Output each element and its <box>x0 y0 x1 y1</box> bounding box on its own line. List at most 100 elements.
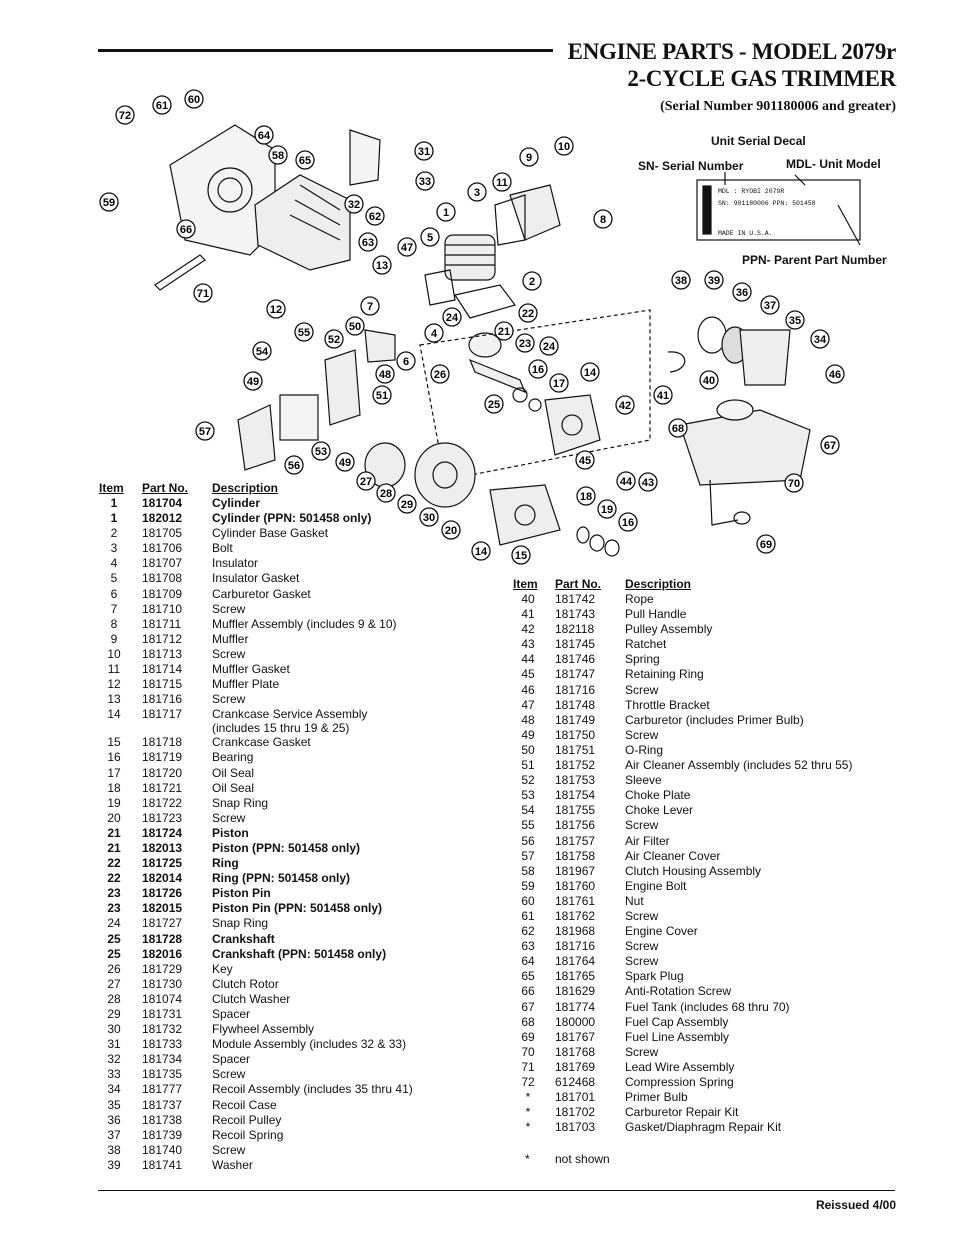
callout-number: 16 <box>622 517 634 529</box>
callout-60: 60 <box>184 89 204 109</box>
callout-circle <box>618 512 638 532</box>
part-item: 66 <box>521 984 535 999</box>
callout-61: 61 <box>152 95 172 115</box>
callout-circle <box>518 303 538 323</box>
part-item: 23 <box>107 901 121 916</box>
callout-circle <box>820 435 840 455</box>
callout-number: 51 <box>376 390 388 402</box>
part-item: 9 <box>110 631 118 646</box>
callout-number: 55 <box>298 327 310 339</box>
callout-circle <box>549 373 569 393</box>
part-description: Ring (PPN: 501458 only) <box>212 871 351 886</box>
part-description: Piston Pin <box>212 886 271 901</box>
callout-number: 53 <box>315 446 327 458</box>
part-item: 56 <box>521 833 535 848</box>
callout-number: 16 <box>532 364 544 376</box>
part-description: Choke Lever <box>625 803 694 818</box>
callout-7: 7 <box>360 296 380 316</box>
part-description: Key <box>212 961 233 976</box>
part-number: 181702 <box>555 1105 596 1120</box>
callout-51: 51 <box>372 385 392 405</box>
callout-21: 21 <box>494 321 514 341</box>
part-number: 181740 <box>142 1142 183 1157</box>
part-item: 22 <box>107 871 121 886</box>
callout-circle <box>494 321 514 341</box>
part-number: 181720 <box>142 765 183 780</box>
callout-number: 3 <box>474 187 480 199</box>
part-item: 48 <box>521 712 535 727</box>
callout-circle <box>295 150 315 170</box>
callout-number: 62 <box>369 211 381 223</box>
part-description: Screw <box>212 692 246 707</box>
part-description: Spark Plug <box>625 969 684 984</box>
part-item: 62 <box>521 924 535 939</box>
footnote-text: not shown <box>555 1152 610 1166</box>
callout-number: 40 <box>703 375 715 387</box>
callout-29: 29 <box>397 494 417 514</box>
callout-15: 15 <box>511 545 531 565</box>
part-number: 181738 <box>142 1112 183 1127</box>
callout-4: 4 <box>424 323 444 343</box>
part-number: 181726 <box>142 886 183 901</box>
part-item: 54 <box>521 803 535 818</box>
callout-2: 2 <box>522 271 542 291</box>
callout-circle <box>760 295 780 315</box>
title-line-1: ENGINE PARTS - MODEL 2079r <box>567 39 897 64</box>
callout-number: 67 <box>824 440 836 452</box>
callout-circle <box>358 232 378 252</box>
callout-16: 16 <box>528 359 548 379</box>
part-item: 22 <box>107 856 121 871</box>
part-description: Recoil Spring <box>212 1127 284 1142</box>
part-description: Pull Handle <box>625 607 687 622</box>
callout-circle <box>785 310 805 330</box>
callout-38: 38 <box>671 270 691 290</box>
callout-number: 33 <box>419 176 431 188</box>
callout-circle <box>539 336 559 356</box>
callout-19: 19 <box>597 499 617 519</box>
callout-65: 65 <box>295 150 315 170</box>
part-description: Screw <box>625 954 659 969</box>
part-number: 181745 <box>555 637 596 652</box>
part-item: 30 <box>107 1022 121 1037</box>
part-item: 46 <box>521 682 535 697</box>
part-item: 26 <box>107 961 121 976</box>
callout-62: 62 <box>365 206 385 226</box>
callout-circle <box>653 385 673 405</box>
part-description: Fuel Tank (includes 68 thru 70) <box>625 999 790 1014</box>
part-description: Engine Bolt <box>625 878 687 893</box>
callout-number: 21 <box>498 326 510 338</box>
part-description: Oil Seal <box>212 780 255 795</box>
callout-circle <box>528 359 548 379</box>
part-description: Screw <box>625 939 659 954</box>
part-number: 181718 <box>142 735 183 750</box>
part-description: Spring <box>625 652 660 667</box>
part-description: Clutch Washer <box>212 991 291 1006</box>
callout-number: 49 <box>247 376 259 388</box>
part-item: * <box>525 1120 531 1135</box>
callout-9: 9 <box>519 147 539 167</box>
part-number: 181715 <box>142 677 183 692</box>
callout-circle <box>522 271 542 291</box>
callout-34: 34 <box>810 329 830 349</box>
callout-circle <box>436 202 456 222</box>
part-number: 181731 <box>142 1007 183 1021</box>
callout-circle <box>615 395 635 415</box>
part-description: Carburetor Gasket <box>212 586 311 601</box>
part-description: Air Cleaner Assembly (includes 52 thru 5… <box>625 758 853 773</box>
callout-24: 24 <box>442 307 462 327</box>
callout-circle <box>372 255 392 275</box>
